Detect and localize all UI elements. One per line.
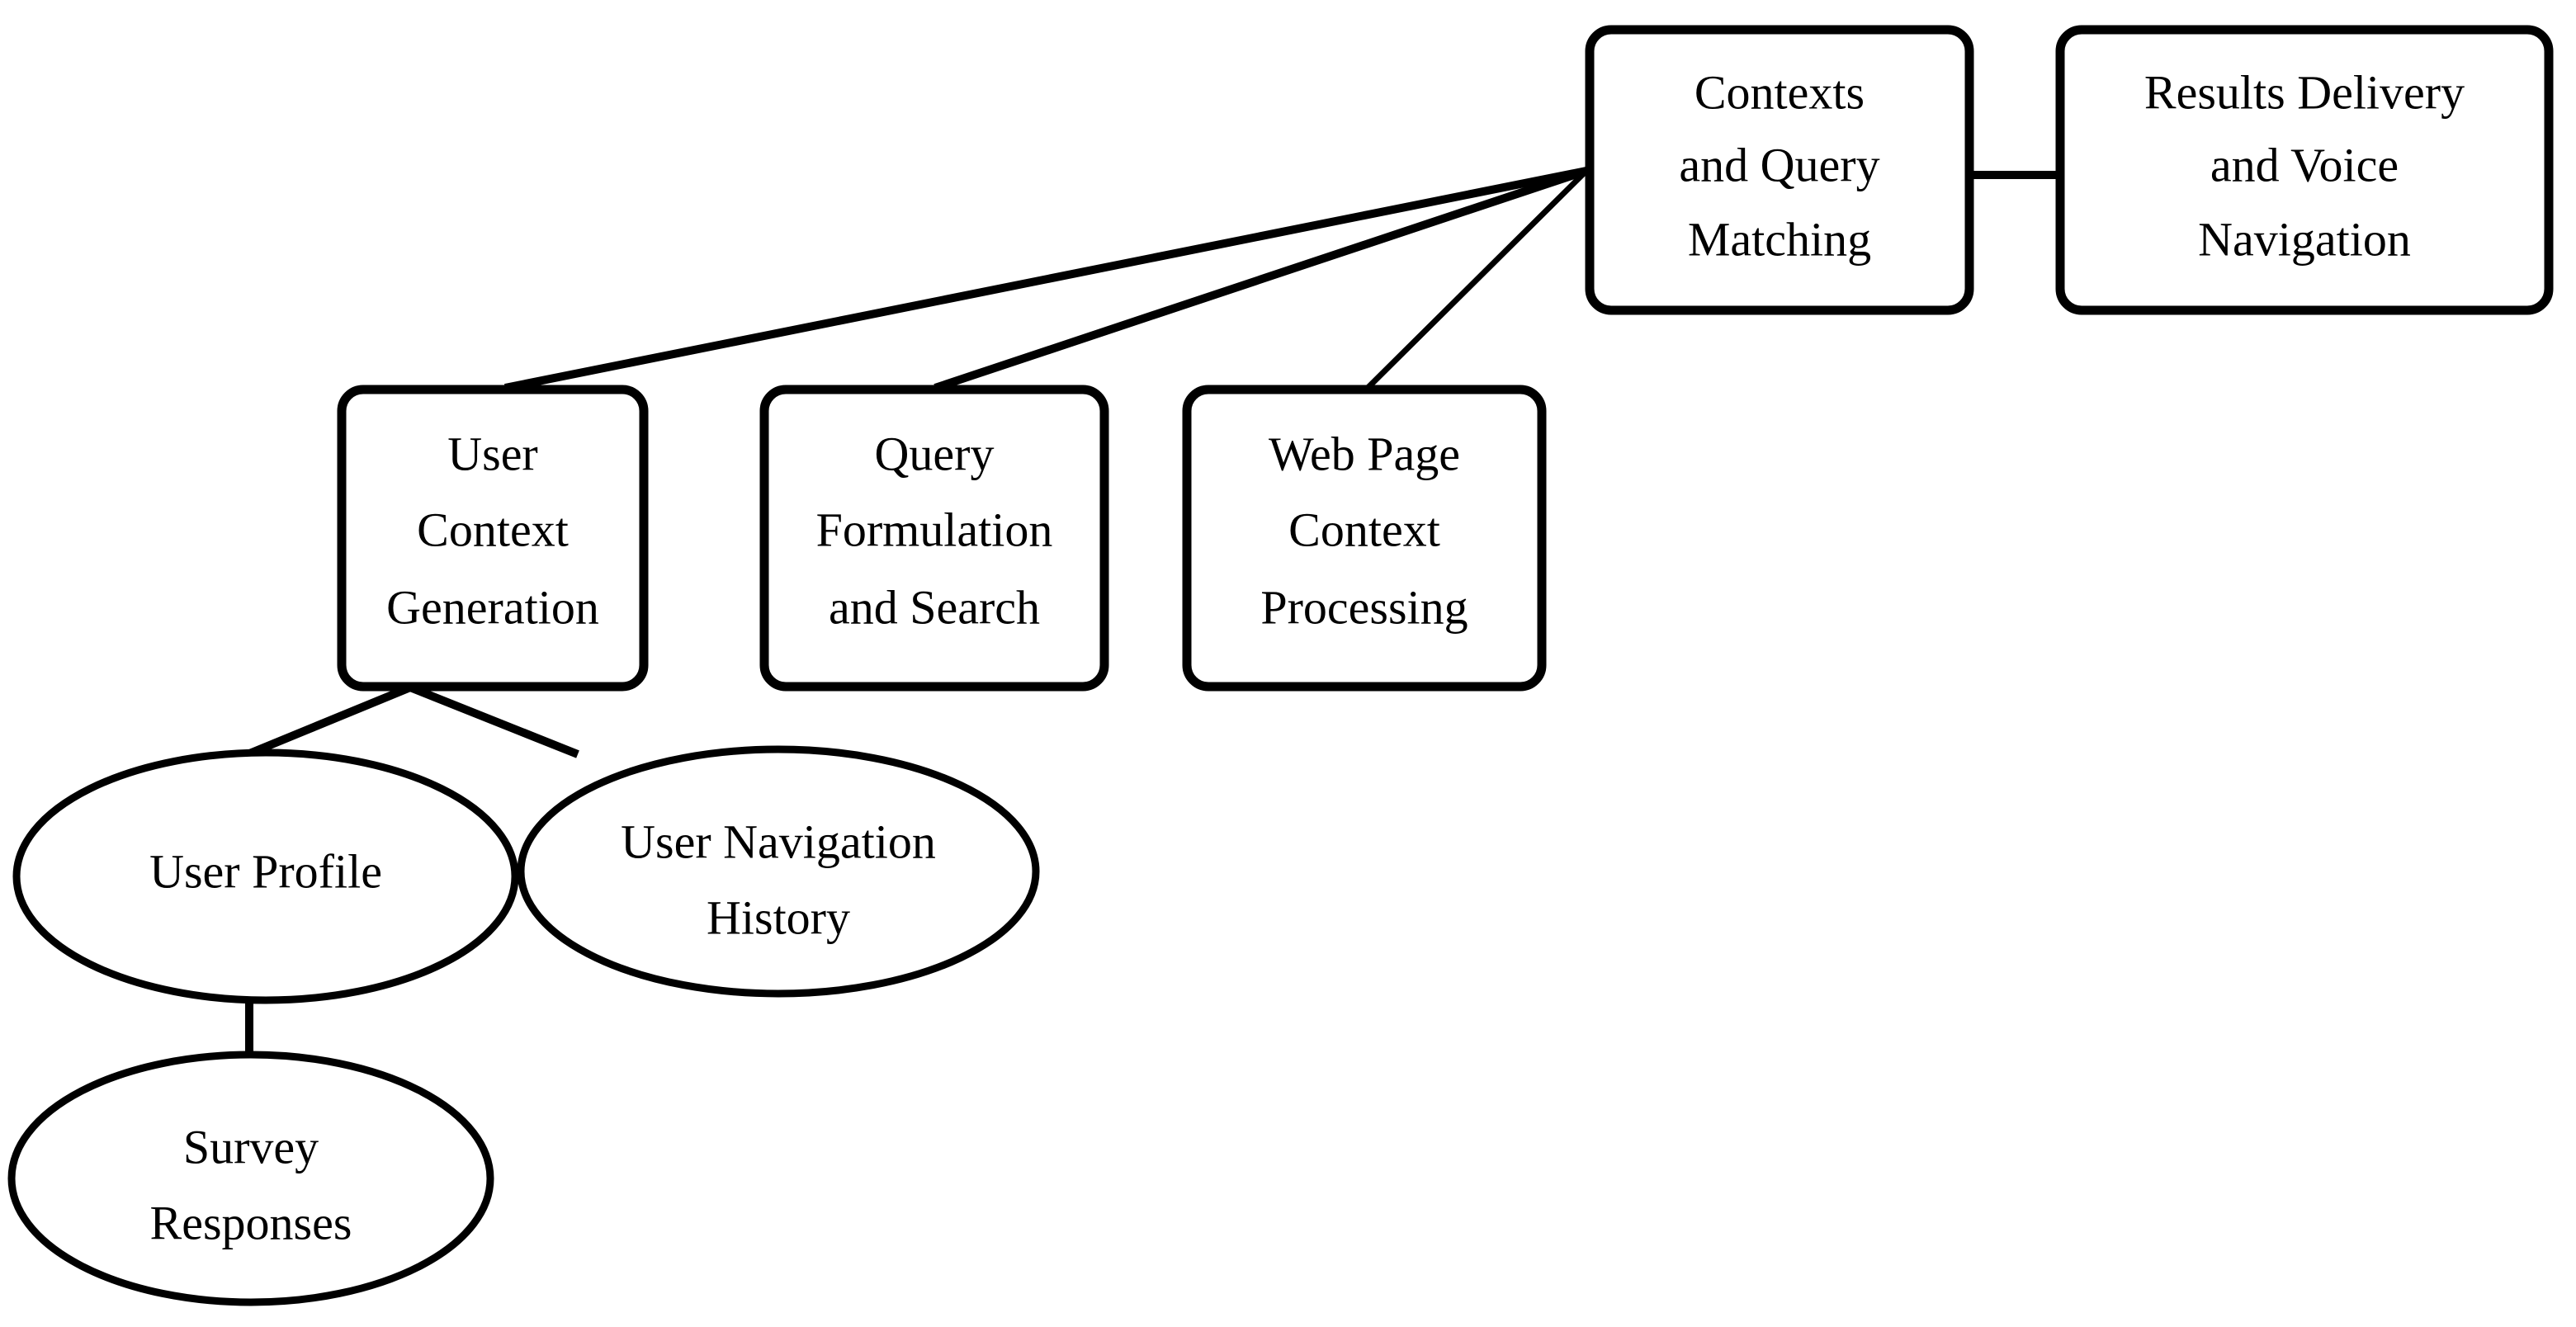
edge-user-context-generation-to-user-navigation-history bbox=[409, 683, 579, 758]
contexts-and-query-matching-label-line-2: and Query bbox=[1679, 138, 1879, 191]
contexts-and-query-matching-label-line-3: Matching bbox=[1688, 212, 1871, 266]
results-delivery-label-line-3: Navigation bbox=[2198, 212, 2411, 266]
edge-user-context-generation-to-user-profile bbox=[246, 683, 412, 758]
user-navigation-history-label-line-1: User Navigation bbox=[621, 815, 936, 868]
node-user-context-generation[interactable]: User Context Generation bbox=[337, 385, 649, 692]
user-profile-label: User Profile bbox=[149, 844, 382, 898]
survey-responses-label-line-2: Responses bbox=[150, 1196, 352, 1249]
user-profile-ellipse[interactable] bbox=[12, 749, 519, 1004]
node-results-delivery-and-voice-navigation[interactable]: Results Delivery and Voice Navigation bbox=[2055, 25, 2554, 315]
query-formulation-label-line-1: Query bbox=[875, 427, 995, 480]
edge-contexts-to-user-context-generation bbox=[504, 167, 1587, 392]
node-survey-responses[interactable]: Survey Responses bbox=[7, 1051, 494, 1306]
query-formulation-and-search-box[interactable] bbox=[759, 385, 1109, 692]
web-page-context-processing-box[interactable] bbox=[1182, 385, 1547, 692]
contexts-and-query-matching-box[interactable] bbox=[1585, 25, 1974, 315]
user-context-generation-box[interactable] bbox=[337, 385, 649, 692]
contexts-and-query-matching-label-line-1: Contexts bbox=[1694, 65, 1865, 119]
user-context-generation-label-line-1: User bbox=[447, 427, 538, 480]
query-formulation-label-line-3: and Search bbox=[829, 580, 1040, 634]
node-user-profile[interactable]: User Profile bbox=[12, 749, 519, 1004]
web-page-context-label-line-1: Web Page bbox=[1269, 427, 1460, 480]
edge-layer bbox=[245, 167, 2057, 1056]
results-delivery-label-line-1: Results Delivery bbox=[2144, 65, 2465, 119]
node-query-formulation-and-search[interactable]: Query Formulation and Search bbox=[759, 385, 1109, 692]
results-delivery-label-line-2: and Voice bbox=[2210, 138, 2399, 191]
query-formulation-label-line-2: Formulation bbox=[816, 503, 1053, 556]
node-contexts-and-query-matching[interactable]: Contexts and Query Matching bbox=[1585, 25, 1974, 315]
node-web-page-context-processing[interactable]: Web Page Context Processing bbox=[1182, 385, 1547, 692]
web-page-context-label-line-3: Processing bbox=[1260, 580, 1468, 634]
user-navigation-history-label-line-2: History bbox=[707, 890, 850, 944]
survey-responses-ellipse[interactable] bbox=[7, 1051, 494, 1306]
user-context-generation-label-line-2: Context bbox=[417, 503, 569, 556]
web-page-context-label-line-2: Context bbox=[1288, 503, 1440, 556]
results-delivery-and-voice-navigation-box[interactable] bbox=[2055, 25, 2554, 315]
edge-contexts-to-web-page-context bbox=[1365, 168, 1589, 390]
node-user-navigation-history[interactable]: User Navigation History bbox=[517, 745, 1040, 998]
survey-responses-label-line-1: Survey bbox=[183, 1120, 319, 1174]
user-context-generation-label-line-3: Generation bbox=[386, 580, 599, 634]
user-navigation-history-ellipse[interactable] bbox=[517, 745, 1040, 998]
edge-contexts-to-query-formulation bbox=[934, 167, 1588, 392]
